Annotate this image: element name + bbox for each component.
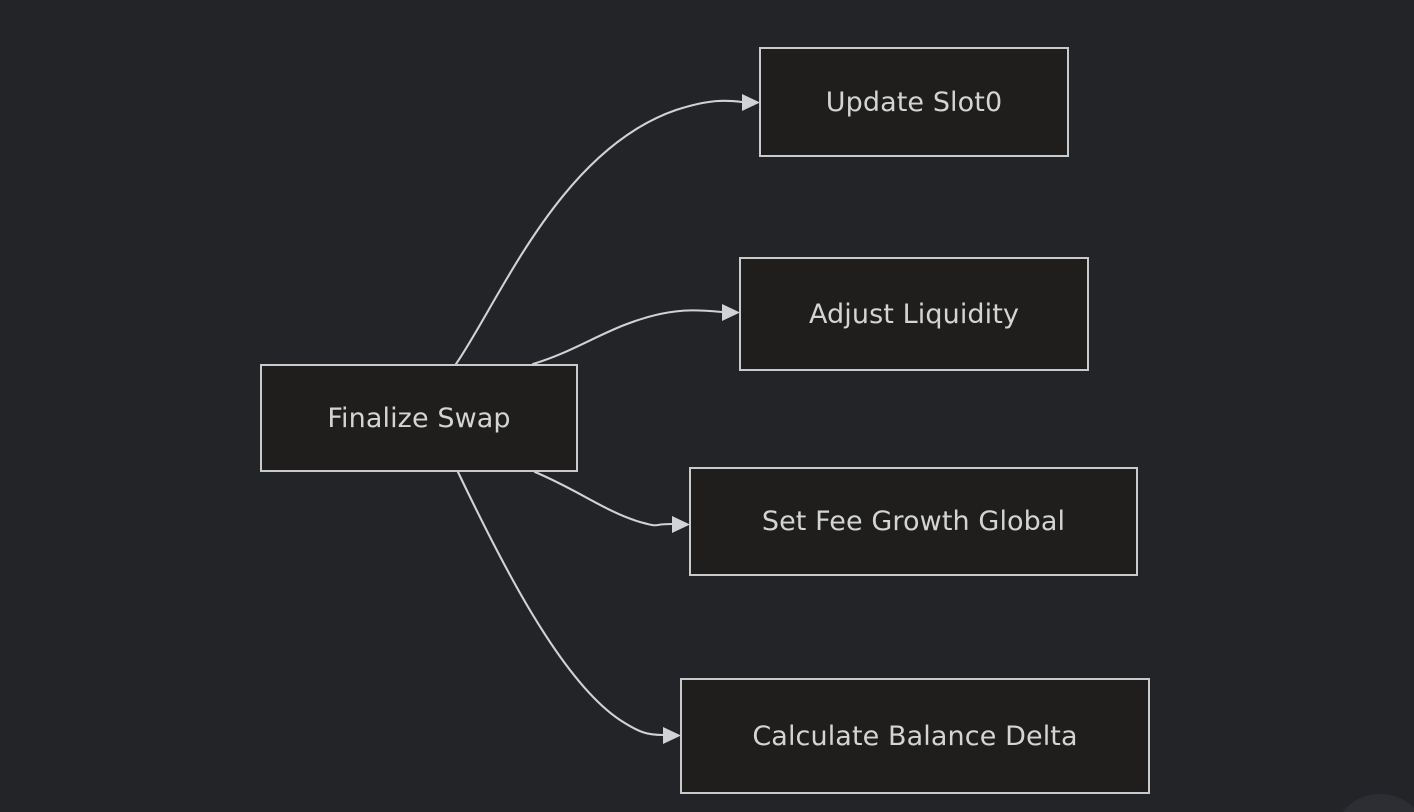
node-set-fee-growth-global[interactable]: Set Fee Growth Global: [689, 467, 1138, 576]
node-adjust-liquidity[interactable]: Adjust Liquidity: [739, 257, 1089, 371]
edge-finalize-to-adjust-liquidity: [531, 309, 724, 366]
node-label-adjust-liquidity: Adjust Liquidity: [808, 298, 1020, 330]
node-label-set-fee-growth-global: Set Fee Growth Global: [761, 506, 1066, 537]
edge-finalize-to-update-slot0-arrowhead-icon: [742, 94, 760, 111]
edge-finalize-to-set-fee-growth-global-arrowhead-icon: [672, 516, 690, 533]
corner-overlay-shape: [1332, 794, 1414, 812]
node-label-update-slot0: Update Slot0: [825, 86, 1003, 118]
node-update-slot0[interactable]: Update Slot0: [759, 47, 1069, 157]
edge-finalize-to-calculate-balance-delta-arrowhead-icon: [663, 727, 681, 744]
node-label-calculate-balance-delta: Calculate Balance Delta: [752, 720, 1078, 752]
node-finalize-swap[interactable]: Finalize Swap: [260, 364, 578, 472]
edge-finalize-to-adjust-liquidity-arrowhead-icon: [722, 304, 740, 321]
edge-finalize-to-set-fee-growth-global: [533, 470, 674, 527]
edge-finalize-to-update-slot0: [454, 99, 744, 366]
node-label-finalize-swap: Finalize Swap: [327, 402, 511, 434]
node-calculate-balance-delta[interactable]: Calculate Balance Delta: [680, 678, 1150, 794]
edge-finalize-to-calculate-balance-delta: [456, 470, 665, 737]
